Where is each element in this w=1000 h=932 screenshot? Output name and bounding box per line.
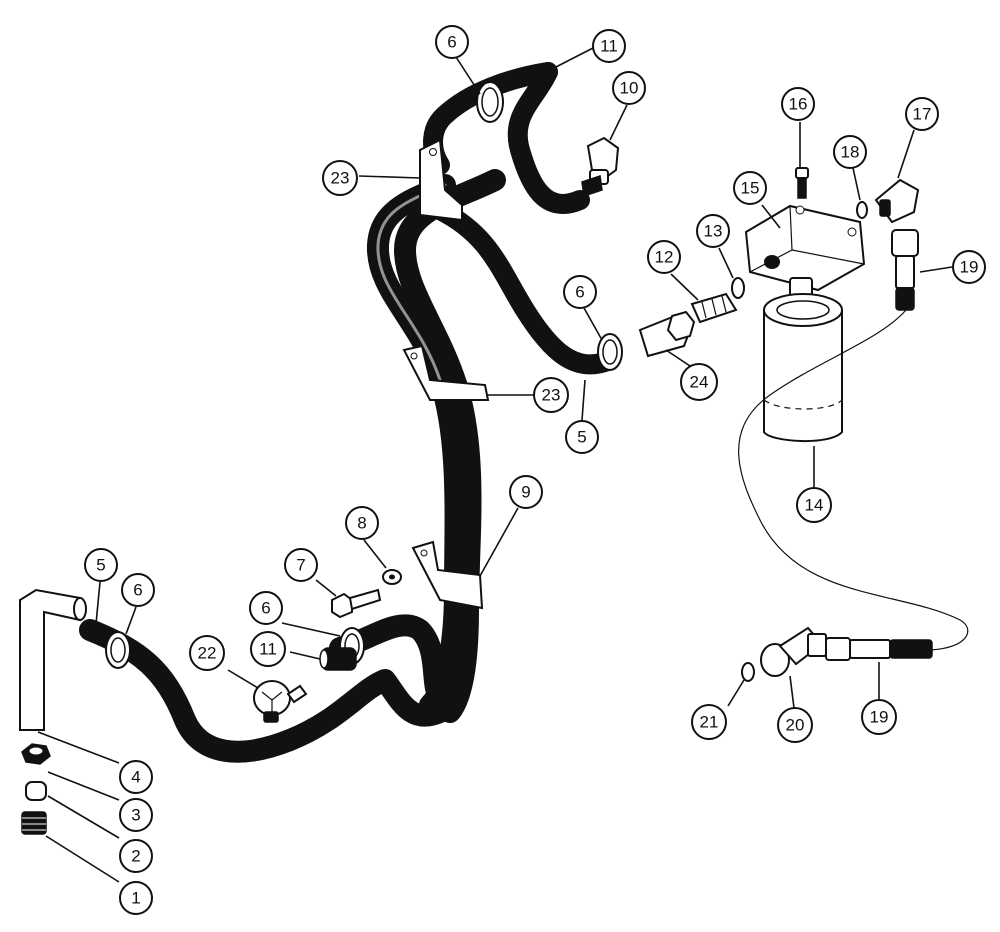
callout-8: 8 bbox=[345, 506, 379, 540]
callout-24: 24 bbox=[680, 363, 718, 401]
callout-label: 20 bbox=[786, 716, 805, 735]
callout-label: 12 bbox=[655, 248, 674, 267]
callout-20: 20 bbox=[777, 707, 813, 743]
callout-label: 9 bbox=[521, 483, 530, 502]
sleeve-2 bbox=[25, 781, 47, 801]
callout-21: 21 bbox=[691, 704, 727, 740]
callout-label: 4 bbox=[131, 768, 140, 787]
callout-label: 17 bbox=[913, 105, 932, 124]
callout-7: 7 bbox=[284, 548, 318, 582]
washer-8 bbox=[382, 569, 402, 585]
callout-label: 6 bbox=[133, 581, 142, 600]
bracket-23-mid bbox=[402, 344, 490, 401]
callout-14: 14 bbox=[796, 487, 832, 523]
callout-3: 3 bbox=[119, 798, 153, 832]
callout-11-top: 11 bbox=[592, 29, 626, 63]
elbow-17 bbox=[874, 178, 920, 224]
callout-13: 13 bbox=[696, 214, 730, 248]
hose-11-drop bbox=[507, 62, 590, 214]
callout-label: 21 bbox=[700, 713, 719, 732]
tube-4 bbox=[19, 588, 87, 731]
callout-6-lower: 6 bbox=[249, 591, 283, 625]
callout-9: 9 bbox=[509, 475, 543, 509]
fitting-12 bbox=[690, 292, 738, 324]
callout-label: 6 bbox=[447, 33, 456, 52]
leader-lines bbox=[37, 47, 953, 883]
hose-end-11 bbox=[319, 647, 357, 671]
callout-label: 2 bbox=[131, 847, 140, 866]
clamp-6-mid bbox=[597, 333, 623, 371]
callout-16: 16 bbox=[781, 87, 815, 121]
callout-label: 1 bbox=[131, 889, 140, 908]
filter-14 bbox=[763, 293, 843, 442]
adapter-24 bbox=[638, 310, 696, 358]
hose-inner-sheen-1 bbox=[376, 183, 447, 382]
callout-10: 10 bbox=[612, 71, 646, 105]
callout-label: 11 bbox=[600, 37, 618, 56]
callout-label: 14 bbox=[805, 496, 824, 515]
callout-label: 22 bbox=[198, 644, 217, 663]
callout-2: 2 bbox=[119, 839, 153, 873]
callout-label: 15 bbox=[741, 179, 760, 198]
callout-label: 16 bbox=[789, 95, 808, 114]
callout-23-mid: 23 bbox=[533, 377, 569, 413]
callout-label: 7 bbox=[296, 556, 305, 575]
bolt-7 bbox=[331, 588, 382, 619]
callout-label: 13 bbox=[704, 222, 723, 241]
o-ring-13 bbox=[731, 277, 745, 299]
hose-fitting-19-upper bbox=[891, 229, 919, 311]
callout-18: 18 bbox=[833, 135, 867, 169]
callout-label: 8 bbox=[357, 514, 366, 533]
hose-lower-branch bbox=[329, 614, 451, 706]
callout-label: 6 bbox=[261, 599, 270, 618]
callout-4: 4 bbox=[119, 760, 153, 794]
o-ring-21 bbox=[741, 662, 755, 682]
hose-fitting-19-lower bbox=[825, 637, 933, 661]
hose-5-filter bbox=[430, 200, 620, 375]
callout-label: 3 bbox=[131, 806, 140, 825]
callout-label: 23 bbox=[542, 386, 561, 405]
hose-line-19 bbox=[738, 309, 969, 651]
callout-label: 6 bbox=[575, 283, 584, 302]
callout-6-top: 6 bbox=[435, 25, 469, 59]
callout-23-top: 23 bbox=[322, 160, 358, 196]
callout-19-lower: 19 bbox=[861, 699, 897, 735]
callout-5-mid: 5 bbox=[565, 420, 599, 454]
callout-label: 5 bbox=[577, 428, 586, 447]
callout-12: 12 bbox=[647, 240, 681, 274]
callout-19-upper: 19 bbox=[952, 250, 986, 284]
bracket-23-top bbox=[419, 138, 463, 222]
elbow-22 bbox=[253, 680, 308, 723]
callout-6-mid: 6 bbox=[563, 275, 597, 309]
callout-label: 23 bbox=[331, 169, 350, 188]
bolt-16 bbox=[795, 167, 809, 199]
callout-label: 24 bbox=[690, 373, 709, 392]
callout-6-left: 6 bbox=[121, 573, 155, 607]
callout-17: 17 bbox=[905, 97, 939, 131]
nut-3 bbox=[21, 743, 51, 765]
callout-label: 10 bbox=[620, 79, 639, 98]
callout-1: 1 bbox=[119, 881, 153, 915]
callout-22: 22 bbox=[189, 635, 225, 671]
clamp-6-left bbox=[105, 631, 131, 669]
filter-head-15 bbox=[744, 204, 866, 297]
fitting-1 bbox=[21, 811, 47, 835]
callout-15: 15 bbox=[733, 171, 767, 205]
hose-lower-run bbox=[79, 619, 451, 763]
callout-5-left: 5 bbox=[84, 548, 118, 582]
o-ring-18 bbox=[856, 201, 868, 219]
elbow-10 bbox=[581, 136, 620, 197]
elbow-20 bbox=[760, 626, 827, 677]
callout-label: 18 bbox=[841, 143, 860, 162]
callout-11-lower: 11 bbox=[250, 631, 286, 667]
clamp-6-top bbox=[476, 81, 504, 123]
callout-label: 11 bbox=[259, 640, 277, 659]
callout-label: 5 bbox=[96, 556, 105, 575]
callout-label: 19 bbox=[960, 258, 979, 277]
callout-label: 19 bbox=[870, 708, 889, 727]
